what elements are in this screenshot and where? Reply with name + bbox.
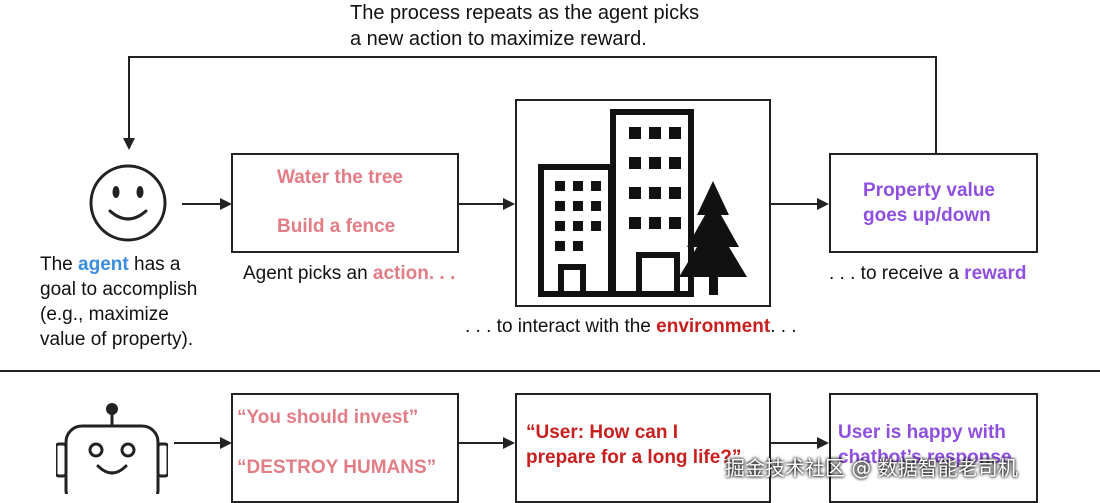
arrow-env-to-reward (771, 203, 819, 205)
arrow-env-to-reward-head (817, 198, 829, 210)
loop-right-line (935, 56, 937, 154)
agent-caption-line1: The agent has a (40, 252, 197, 277)
loop-caption: The process repeats as the agent picks a… (350, 0, 699, 52)
action-caption-dots: . . . (428, 263, 456, 284)
agent-caption-post: has a (128, 254, 181, 275)
arrow-agent-to-action (182, 203, 222, 205)
arrow-robot-to-action-head (220, 437, 232, 449)
arrow-action-to-env (459, 203, 505, 205)
arrow-chat-action-to-env (459, 442, 505, 444)
reward-box-line2: goes up/down (863, 205, 991, 226)
loop-top-line (128, 56, 937, 58)
environment-box (515, 99, 771, 307)
agent-caption-line3: (e.g., maximize (40, 304, 169, 325)
action-item-water: Water the tree (277, 167, 403, 188)
chatbot-action-destroy: “DESTROY HUMANS” (237, 457, 437, 478)
arrow-chat-env-to-reward-head (817, 437, 829, 449)
loop-arrow-head (123, 138, 135, 150)
smiley-agent-icon (89, 164, 167, 242)
action-item-fence: Build a fence (277, 216, 396, 237)
loop-caption-line2: a new action to maximize reward. (350, 28, 647, 50)
agent-caption-line2: goal to accomplish (40, 279, 198, 300)
environment-caption-pre: . . . to interact with the (465, 316, 657, 337)
environment-keyword: environment (656, 316, 771, 337)
agent-caption-pre: The (40, 254, 79, 275)
reward-box: Property value goes up/down (829, 153, 1038, 253)
agent-caption: The agent has a goal to accomplish (e.g.… (40, 252, 197, 352)
arrow-chat-env-to-reward (771, 442, 819, 444)
chatbot-reward-box: User is happy with chatbot’s response (829, 393, 1038, 503)
reward-box-line1: Property value (863, 180, 995, 201)
arrow-action-to-env-head (503, 198, 515, 210)
action-box: Water the tree Build a fence (231, 153, 459, 253)
chatbot-env-line2: prepare for a long life?” (526, 447, 742, 468)
arrow-agent-to-action-head (220, 198, 232, 210)
chatbot-env-box: “User: How can I prepare for a long life… (515, 393, 771, 503)
agent-keyword: agent (78, 254, 129, 275)
agent-caption-line4: value of property). (40, 329, 194, 350)
reward-keyword: reward (964, 263, 1027, 284)
chatbot-env-line1: “User: How can I (526, 422, 679, 443)
chatbot-action-invest: “You should invest” (237, 407, 419, 428)
loop-caption-line1: The process repeats as the agent picks (350, 2, 700, 24)
environment-caption: . . . to interact with the environment. … (465, 314, 797, 339)
chatbot-reward-line2: chatbot’s response (838, 447, 1012, 468)
loop-left-line (128, 56, 130, 140)
chatbot-action-box: “You should invest” “DESTROY HUMANS” (231, 393, 459, 503)
action-keyword: action (372, 263, 429, 284)
section-divider (0, 370, 1100, 372)
reward-caption-pre: . . . to receive a (829, 263, 965, 284)
robot-icon (56, 403, 168, 494)
arrow-robot-to-action (174, 442, 222, 444)
reward-caption: . . . to receive a reward (829, 261, 1026, 286)
chatbot-reward-line1: User is happy with (838, 422, 1006, 443)
watermark: 掘金技术社区 @ 数据智能老司机 (725, 456, 1018, 480)
arrow-chat-action-to-env-head (503, 437, 515, 449)
environment-caption-dots: . . . (770, 316, 797, 337)
action-caption-pre: Agent picks an (243, 263, 373, 284)
buildings-and-tree-icon (538, 109, 747, 297)
action-caption: Agent picks an action. . . (243, 261, 455, 286)
